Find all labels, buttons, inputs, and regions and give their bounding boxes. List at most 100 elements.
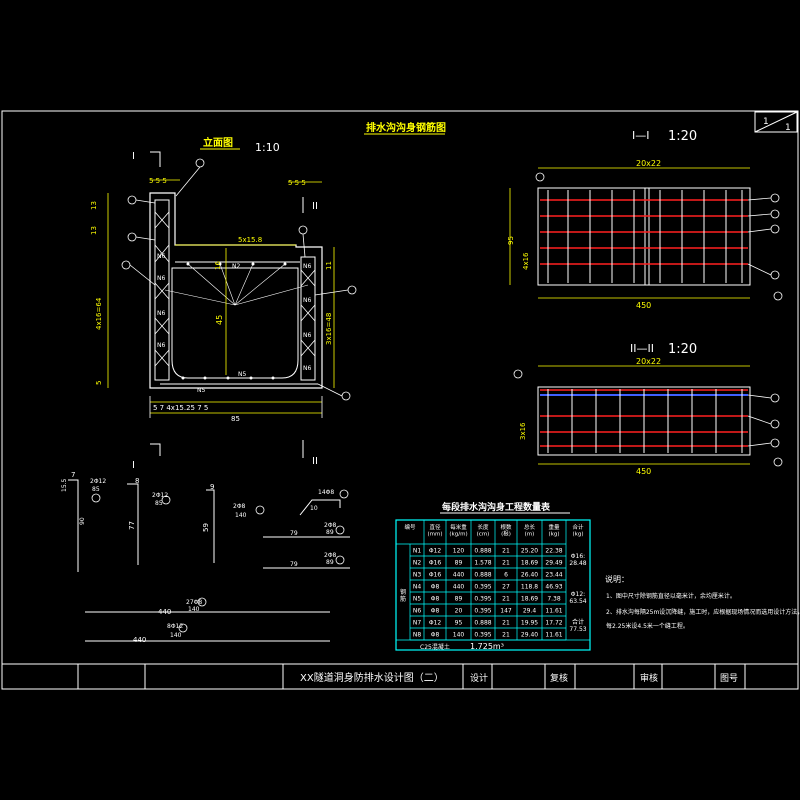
table-cell: N7 xyxy=(413,620,421,627)
bar-2-bend: 2Φ12 xyxy=(152,492,168,499)
table-cell: 95 xyxy=(455,620,463,627)
bar-1-left: 15.5 xyxy=(61,478,68,492)
section-2-side-dim: 3x16 xyxy=(519,422,527,440)
bar-label: N5 xyxy=(197,387,205,394)
section-1-side-dim: 4x16 xyxy=(522,252,530,270)
table-cell: 29.40 xyxy=(521,632,538,639)
table-cell: 46.93 xyxy=(545,584,562,591)
bar-label: N6 xyxy=(157,253,165,260)
bar-4-side: 10 xyxy=(310,505,318,512)
dim-inner-top: 5x15.8 xyxy=(238,236,262,244)
table-cell: Φ8 xyxy=(431,632,440,639)
table-cell: 0.888 xyxy=(474,572,491,579)
table-cell: N8 xyxy=(413,632,421,639)
section-2-bottom-dim: 450 xyxy=(636,467,651,476)
bar-1-bend: 2Φ12 xyxy=(90,478,106,485)
table-cell: 27 xyxy=(502,584,510,591)
section-1-bottom-dim: 450 xyxy=(636,301,651,310)
sheet-border xyxy=(1,110,799,690)
table-cell: 21 xyxy=(502,548,510,555)
table-cell: 11.61 xyxy=(545,632,562,639)
table-cell: 120 xyxy=(453,548,465,555)
bar-5-b: 2Φ8 xyxy=(324,522,337,529)
elevation-title: 立面图 xyxy=(203,136,233,149)
section-1-title: I—I xyxy=(632,129,650,142)
bar-7-c: 140 xyxy=(188,606,200,613)
section-ii-ii: II—II 1:20 20x22 450 3x16 xyxy=(513,342,783,476)
table-header-cell: (m) xyxy=(525,532,535,538)
table-cell: 18.69 xyxy=(521,560,538,567)
dim-top-right: 5 5 5 xyxy=(288,179,306,187)
table-total: 77.53 xyxy=(569,626,586,633)
bar-2-len: 85 xyxy=(155,500,163,507)
elevation-scale: 1:10 xyxy=(255,141,280,154)
table-header-cell: 根数 xyxy=(500,523,512,531)
table-cell: 21 xyxy=(502,596,510,603)
bar-6-a: 79 xyxy=(290,561,298,568)
table-cell: 0.395 xyxy=(474,608,491,615)
table-cell: N4 xyxy=(413,584,421,591)
bar-label: N5 xyxy=(238,371,246,378)
table-cell: 20 xyxy=(455,608,463,615)
bar-2-top: 8 xyxy=(135,477,139,485)
dim-total: 85 xyxy=(231,415,240,423)
table-cell: 0.395 xyxy=(474,584,491,591)
table-cell: 21 xyxy=(502,620,510,627)
table-header-cell: 合计 xyxy=(572,523,584,531)
drawing-no-label: 图号 xyxy=(720,673,738,684)
dim-bottom-segments: 5 7 4x15.25 7 5 xyxy=(153,404,208,412)
table-cell: N1 xyxy=(413,548,421,555)
note-1: 1、图中尺寸除钢筋直径以毫米计，余均厘米计。 xyxy=(606,592,736,600)
table-subtotal-2: 63.54 xyxy=(569,598,586,605)
table-cell: 89 xyxy=(455,596,463,603)
table-cell: 29.4 xyxy=(523,608,537,615)
bar-3-len: 140 xyxy=(235,512,247,519)
table-cell: N3 xyxy=(413,572,421,579)
bar-label: N6 xyxy=(303,332,311,339)
section-1-scale: 1:20 xyxy=(668,129,697,144)
concrete-value: 1.725m³ xyxy=(470,642,504,651)
table-cell: 440 xyxy=(453,572,465,579)
table-header-cell: (kg/m) xyxy=(449,532,467,538)
bar-label: N6 xyxy=(157,342,165,349)
table-cell: 0.888 xyxy=(474,548,491,555)
audit-label: 审核 xyxy=(640,672,658,684)
table-cell: Φ16 xyxy=(429,572,442,579)
bar-label: N2 xyxy=(232,263,240,270)
table-cell: 118.8 xyxy=(521,584,538,591)
table-cell: N5 xyxy=(413,596,421,603)
channel-hollow xyxy=(171,267,299,379)
table-cell: 11.61 xyxy=(545,608,562,615)
bar-4-top: 14Φ8 xyxy=(318,489,334,496)
bar-label: N6 xyxy=(157,275,165,282)
table-group-label: 筋 xyxy=(400,595,406,603)
bar-8-c: 140 xyxy=(170,632,182,639)
cut-label-i-top: I xyxy=(132,151,135,162)
bar-3-side: 59 xyxy=(202,523,210,532)
bar-label: N6 xyxy=(303,297,311,304)
table-header-cell: 直径 xyxy=(429,523,441,531)
table-cell: 21 xyxy=(502,560,510,567)
section-i-i: I—I 1:20 20x22 450 95 4x16 xyxy=(507,129,783,310)
table-subtotal-1: 28.48 xyxy=(569,560,586,567)
section-2-title: II—II xyxy=(630,342,654,355)
project-title: XX隧道洞身防排水设计图（二） xyxy=(300,671,444,684)
table-cell: 0.395 xyxy=(474,596,491,603)
table-title: 每段排水沟沟身工程数量表 xyxy=(442,501,551,513)
cut-label-ii-bottom: II xyxy=(312,456,318,467)
bar-label: N6 xyxy=(157,310,165,317)
bar-3-bend: 2Φ8 xyxy=(233,503,246,510)
table-cell: 89 xyxy=(455,560,463,567)
bar-1-top: 7 xyxy=(71,471,75,479)
dim-left-4: 5 xyxy=(95,381,103,385)
table-cell: 1.578 xyxy=(474,560,491,567)
bar-sketch-labels: 7 15.5 90 2Φ12 85 8 77 2Φ12 85 9 59 2Φ8 … xyxy=(61,471,337,644)
sheet-index-box xyxy=(754,111,798,133)
bar-label: N6 xyxy=(303,365,311,372)
bar-label: N6 xyxy=(303,263,311,270)
table-header-cell: 编号 xyxy=(404,523,416,531)
dim-right-2: 3x16=48 xyxy=(325,313,333,345)
table-cell: Φ8 xyxy=(431,608,440,615)
table-group-label: 钢 xyxy=(400,588,406,596)
quantity-table: 每段排水沟沟身工程数量表 编号直径(mm)每米重(kg/m)长度(cm)根数(根… xyxy=(395,501,591,651)
